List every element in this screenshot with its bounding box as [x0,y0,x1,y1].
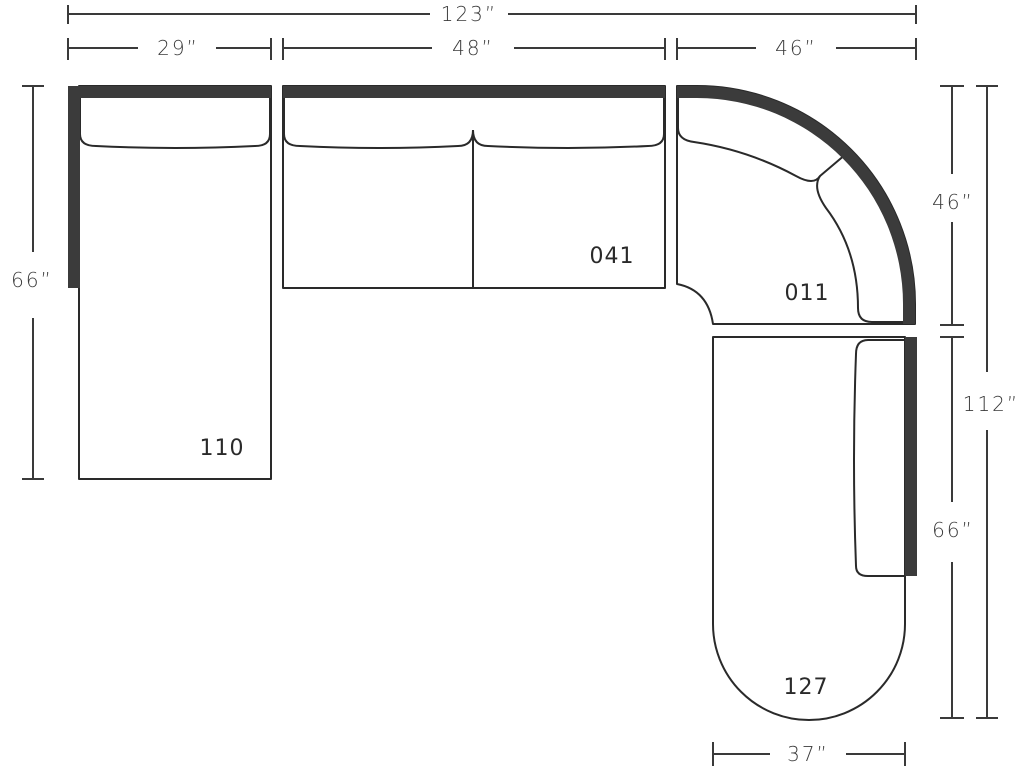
dimension-bumper-depth-label: 66” [932,518,974,542]
dimension-chaise-depth: 66” [11,85,53,480]
module-bumper: 127 [712,336,917,721]
dimension-overall-depth-label: 112” [963,392,1020,416]
module-corner-label: 011 [785,281,830,306]
dimension-chaise-depth-label: 66” [11,268,53,292]
dimension-chaise-width-label: 29” [157,36,199,60]
module-loveseat-label: 041 [590,244,635,269]
dimension-corner-width-label: 46” [775,36,817,60]
dimension-overall-width-label: 123” [441,2,498,26]
module-chaise-left-label: 110 [200,436,245,461]
dimension-bumper-depth: 66” [932,336,974,719]
dimension-chaise-width: 29” [67,36,272,60]
module-corner: 011 [676,85,916,325]
dimension-bumper-width: 37” [712,742,906,766]
dimension-loveseat-width-label: 48” [452,36,494,60]
dimension-bumper-width-label: 37” [787,742,829,766]
dimension-loveseat-width: 48” [282,36,666,60]
dimension-corner-width: 46” [676,36,917,60]
module-bumper-label: 127 [784,675,829,700]
dimension-overall-width: 123” [67,2,917,26]
module-loveseat: 041 [282,85,666,289]
module-chaise-left: 110 [68,85,272,480]
dimension-corner-depth-label: 46” [932,190,974,214]
dimension-corner-depth: 46” [932,85,974,326]
dimension-overall-depth: 112” [963,85,1020,719]
